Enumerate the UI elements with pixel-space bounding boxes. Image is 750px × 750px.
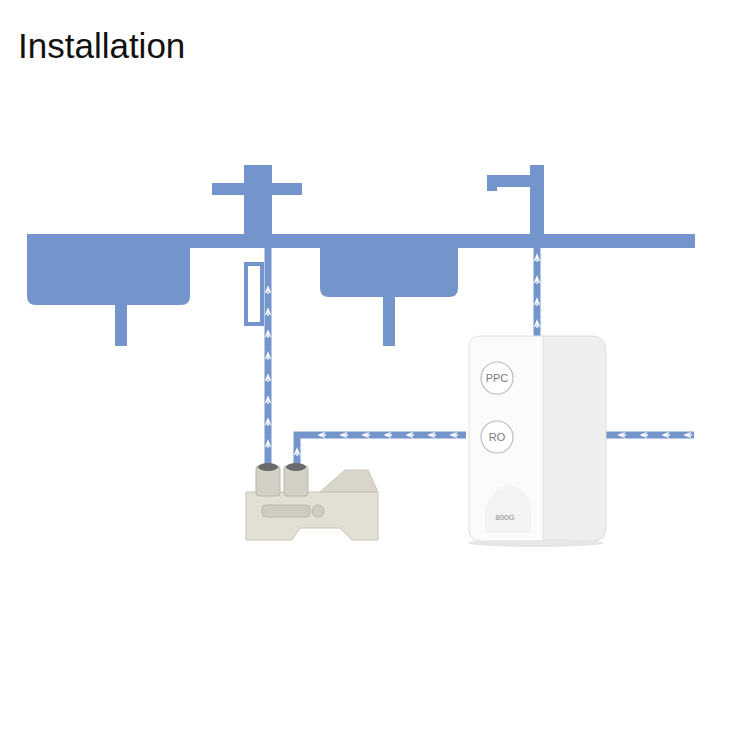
diagram-title: Installation [18, 26, 185, 66]
filter-label: RO [489, 431, 506, 443]
model-label: 800G [467, 513, 543, 522]
purifier-side [468, 336, 606, 547]
filter-badge: RO [480, 420, 514, 454]
purifier-unit: 800G PPC RO [467, 333, 543, 541]
faucet-tail [246, 264, 262, 324]
filter-badge: PPC [480, 361, 514, 395]
sink-counter [27, 165, 695, 346]
filter-label: PPC [486, 372, 509, 384]
tee-valve [246, 463, 378, 540]
